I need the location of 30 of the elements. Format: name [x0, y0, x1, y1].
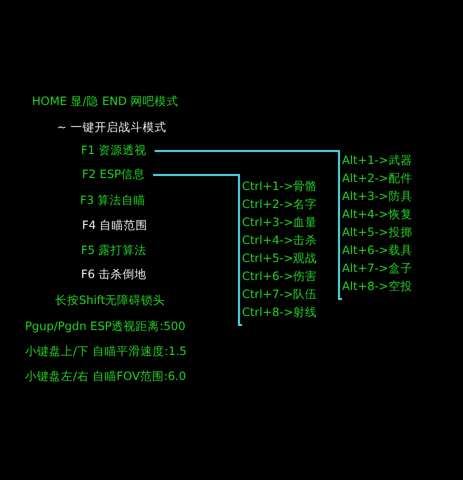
shortcut-text: Ctrl+7->队伍 — [242, 286, 318, 303]
shortcut-text: Alt+4->恢复 — [342, 206, 412, 223]
shortcut-text: Ctrl+4->击杀 — [242, 232, 318, 249]
shortcut-text: Ctrl+2->名字 — [242, 196, 318, 213]
menu-text: 小键盘上/下 自瞄平滑速度:1.5 — [25, 344, 187, 358]
shortcut-text: Alt+8->空投 — [342, 278, 412, 295]
shortcut-text: Ctrl+5->观战 — [242, 250, 318, 267]
bracket-line — [154, 150, 342, 300]
menu-text: Pgup/Pgdn ESP透视距离:500 — [25, 319, 186, 333]
shortcut-text: Alt+2->配件 — [342, 170, 412, 187]
menu-text: F5 露打算法 — [81, 243, 147, 257]
shortcut-text: Ctrl+8->射线 — [242, 304, 318, 321]
menu-item: F2 ESP信息 — [82, 167, 146, 181]
menu-text: F3 算法自瞄 — [80, 193, 146, 207]
menu-text: HOME 显/隐 END 网吧模式 — [32, 94, 178, 108]
menu-text: 长按Shift无障碍锁头 — [55, 293, 166, 307]
menu-text: F6 击杀倒地 — [81, 267, 147, 281]
shortcut-text: Ctrl+6->伤害 — [242, 268, 318, 285]
shortcut-text: Alt+7->盒子 — [342, 260, 412, 277]
bracket-line — [153, 174, 242, 326]
menu-text: ~ 一键开启战斗模式 — [57, 120, 166, 134]
menu-item: F1 资源透视 — [81, 143, 147, 157]
shortcut-text: Alt+1->武器 — [342, 152, 412, 169]
shortcut-text: Ctrl+1->骨骼 — [242, 178, 318, 195]
shortcut-text: Alt+6->载具 — [342, 242, 412, 259]
menu-text: F4 自瞄范围 — [82, 218, 148, 232]
menu-text: 小键盘左/右 自瞄FOV范围:6.0 — [25, 369, 186, 383]
shortcut-text: Alt+3->防具 — [342, 188, 412, 205]
shortcut-text: Ctrl+3->血量 — [242, 214, 318, 231]
shortcut-text: Alt+5->投掷 — [342, 224, 412, 241]
